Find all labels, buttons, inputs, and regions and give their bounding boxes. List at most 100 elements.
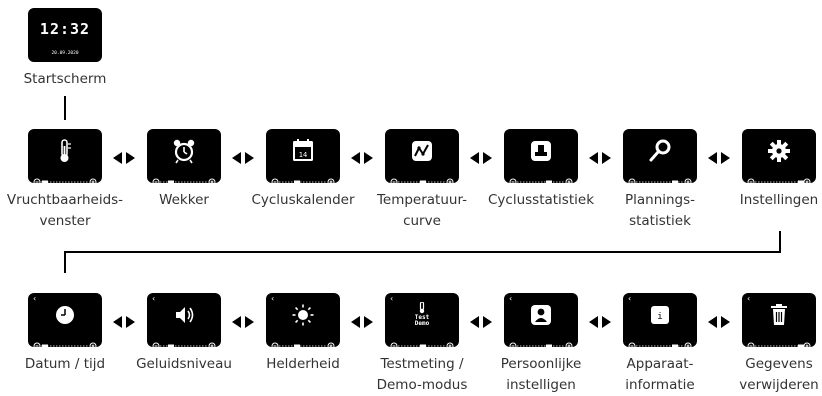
screen-label: Helderheid	[238, 354, 368, 375]
screen-label-line1: Datum / tijd	[0, 354, 130, 375]
screen-sun: ‹	[266, 293, 340, 347]
bidirectional-arrow-icon	[470, 150, 492, 164]
screen-label-line1: Persoonlijke	[476, 354, 606, 375]
nav-position-indicator	[33, 171, 97, 179]
nav-position-indicator	[509, 171, 573, 179]
thermometer-icon	[28, 138, 102, 164]
start-time: 12:32	[28, 20, 102, 38]
screen-label: Testmeting /Demo-modus	[357, 354, 487, 396]
nav-position-indicator	[271, 171, 335, 179]
nav-position-indicator	[152, 171, 216, 179]
screen-label-line1: Cyclusstatistiek	[476, 190, 606, 211]
screen-label-line1: Helderheid	[238, 354, 368, 375]
sun-icon	[266, 302, 340, 328]
screen-label: Cyclusstatistiek	[476, 190, 606, 211]
bidirectional-arrow-icon	[113, 150, 135, 164]
nav-position-indicator	[152, 335, 216, 343]
connector-horizontal	[64, 251, 781, 253]
screen-info: ‹i	[623, 293, 697, 347]
screen-curve	[385, 129, 459, 183]
bidirectional-arrow-icon	[708, 314, 730, 328]
screen-label: Vruchtbaarheids-venster	[0, 190, 130, 232]
calendar-icon: 14	[266, 138, 340, 164]
connector-start	[64, 96, 66, 120]
statistics-icon	[504, 138, 578, 164]
screen-label: Cycluskalender	[238, 190, 368, 211]
nav-position-indicator	[628, 171, 692, 179]
bidirectional-arrow-icon	[351, 150, 373, 164]
start-label: Startscherm	[0, 69, 130, 90]
screen-person: ‹	[504, 293, 578, 347]
info-icon: i	[623, 302, 697, 328]
screen-label-line1: Instellingen	[714, 190, 822, 211]
nav-position-indicator	[747, 335, 811, 343]
screen-label-line2: venster	[0, 211, 130, 232]
screen-label-line2: informatie	[595, 375, 725, 396]
screen-label-line1: Testmeting /	[357, 354, 487, 375]
alarm-clock-icon	[147, 138, 221, 164]
nav-position-indicator	[628, 335, 692, 343]
magnifier-icon	[623, 138, 697, 164]
screen-label-line1: Apparaat-	[595, 354, 725, 375]
screen-label: Apparaat-informatie	[595, 354, 725, 396]
gear-icon	[742, 138, 816, 164]
nav-position-indicator	[390, 171, 454, 179]
svg-text:i: i	[657, 312, 662, 322]
speaker-icon	[147, 302, 221, 328]
curve-icon	[385, 138, 459, 164]
screen-thermometer	[28, 129, 102, 183]
screen-alarm-clock	[147, 129, 221, 183]
bidirectional-arrow-icon	[708, 150, 730, 164]
nav-position-indicator	[271, 335, 335, 343]
screen-magnifier	[623, 129, 697, 183]
start-date: 20.09.2020	[28, 51, 102, 56]
screen-label: Datum / tijd	[0, 354, 130, 375]
screen-label-line1: Geluidsniveau	[119, 354, 249, 375]
bidirectional-arrow-icon	[589, 314, 611, 328]
screen-label-line1: Temperatuur-	[357, 190, 487, 211]
nav-position-indicator	[509, 335, 573, 343]
person-icon	[504, 302, 578, 328]
bidirectional-arrow-icon	[351, 314, 373, 328]
bidirectional-arrow-icon	[232, 150, 254, 164]
screen-label: Wekker	[119, 190, 249, 211]
screen-label-line2: statistiek	[595, 211, 725, 232]
screen-label-line2: verwijderen	[714, 375, 822, 396]
screen-speaker: ‹	[147, 293, 221, 347]
screen-label-line2: instelligen	[476, 375, 606, 396]
screen-gear	[742, 129, 816, 183]
trash-icon	[742, 302, 816, 328]
screen-label-line1: Vruchtbaarheids-	[0, 190, 130, 211]
screen-label: Instellingen	[714, 190, 822, 211]
screen-clock: ‹	[28, 293, 102, 347]
screen-label-line1: Wekker	[119, 190, 249, 211]
nav-position-indicator	[33, 335, 97, 343]
screen-label-line1: Cycluskalender	[238, 190, 368, 211]
screen-statistics	[504, 129, 578, 183]
screen-calendar: 14	[266, 129, 340, 183]
svg-text:14: 14	[299, 151, 307, 159]
svg-text:Demo: Demo	[415, 320, 430, 327]
screen-label-line2: curve	[357, 211, 487, 232]
bidirectional-arrow-icon	[113, 314, 135, 328]
start-screen: 12:32 20.09.2020	[28, 8, 102, 62]
nav-position-indicator	[390, 335, 454, 343]
screen-trash: ‹	[742, 293, 816, 347]
screen-label: Geluidsniveau	[119, 354, 249, 375]
bidirectional-arrow-icon	[470, 314, 492, 328]
connector-vertical-right	[779, 231, 781, 253]
clock-icon	[28, 302, 102, 328]
bidirectional-arrow-icon	[589, 150, 611, 164]
screen-label: Temperatuur-curve	[357, 190, 487, 232]
screen-label: Plannings-statistiek	[595, 190, 725, 232]
screen-label-line1: Gegevens	[714, 354, 822, 375]
connector-vertical-left	[64, 251, 66, 273]
screen-label-line2: Demo-modus	[357, 375, 487, 396]
nav-position-indicator	[747, 171, 811, 179]
bidirectional-arrow-icon	[232, 314, 254, 328]
screen-label-line1: Plannings-	[595, 190, 725, 211]
